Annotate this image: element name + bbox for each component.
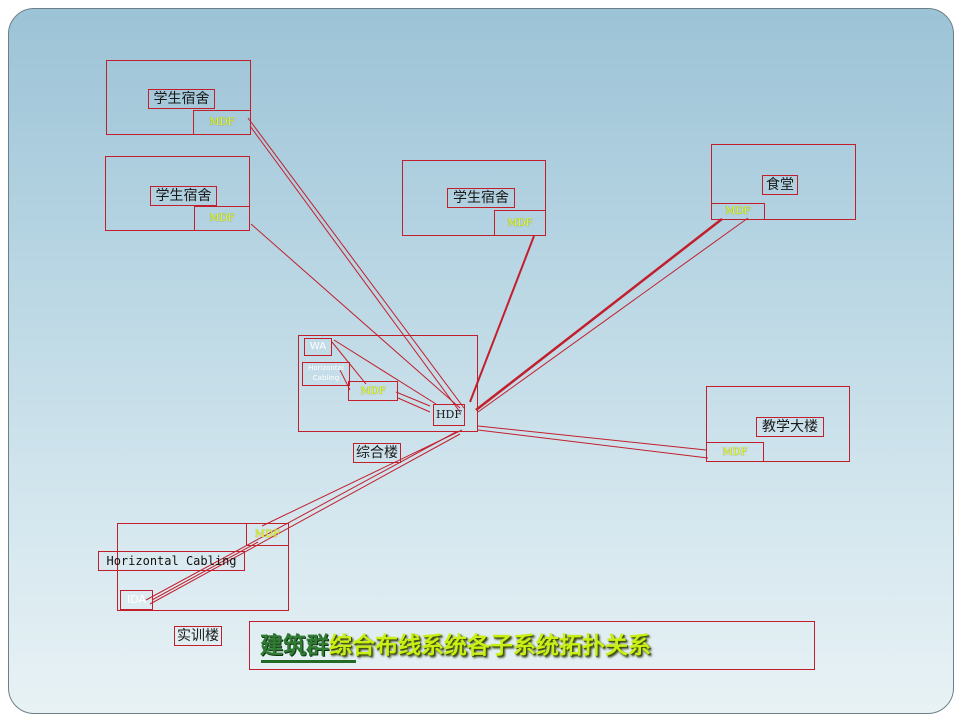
building-canteen (711, 144, 856, 220)
title-part-1: 建筑群 (260, 632, 329, 659)
complex-horizontal-cabling: Horizontal Cabling (302, 362, 350, 386)
training-ida: IDA (120, 590, 153, 610)
teaching-mdf: MDF (706, 442, 764, 462)
dorm-1-mdf: MDF (193, 110, 251, 135)
dorm-3-label: 学生宿舍 (447, 188, 515, 208)
complex-hdf: HDF (433, 404, 465, 426)
building-teaching (706, 386, 850, 462)
training-horizontal-cabling: Horizontal Cabling (98, 551, 245, 571)
canteen-mdf: MDF (711, 203, 765, 220)
building-training (117, 523, 289, 611)
training-mdf: MDF (246, 523, 289, 546)
complex-label: 综合楼 (353, 443, 401, 463)
dorm-3-mdf: MDF (494, 210, 546, 236)
training-label: 实训楼 (174, 626, 222, 646)
building-dorm-2 (105, 156, 250, 231)
dorm-1-label: 学生宿舍 (148, 89, 215, 109)
diagram-title: 建筑群综合布线系统各子系统拓扑关系 (249, 621, 815, 670)
complex-wa: WA (304, 338, 332, 356)
building-dorm-3 (402, 160, 546, 236)
canteen-label: 食堂 (762, 175, 798, 195)
complex-mdf: MDF (348, 381, 398, 401)
title-underline (261, 660, 356, 663)
building-dorm-1 (106, 60, 251, 135)
title-part-2: 综合布线系统各子系统拓扑关系 (329, 632, 651, 659)
building-complex (298, 335, 478, 432)
dorm-2-label: 学生宿舍 (150, 186, 217, 206)
dorm-2-mdf: MDF (194, 206, 250, 231)
teaching-label: 教学大楼 (756, 417, 824, 437)
